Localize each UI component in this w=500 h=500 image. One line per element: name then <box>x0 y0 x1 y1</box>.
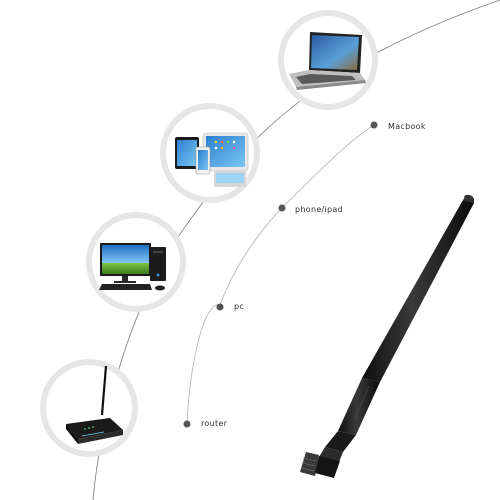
pc-dot <box>216 303 224 311</box>
macbook-node <box>278 10 378 110</box>
label-phone-ipad: phone/ipad <box>295 205 344 214</box>
inner-connection-curve <box>186 124 375 425</box>
desktop-pc-icon <box>99 243 166 291</box>
label-macbook: Macbook <box>388 122 426 131</box>
router-icon <box>66 365 123 444</box>
label-pc: pc <box>234 302 245 311</box>
router-node <box>40 359 138 457</box>
router-dot <box>183 420 191 428</box>
phone-ipad-node <box>160 103 260 203</box>
pc-node <box>86 212 186 312</box>
phone-tablet-icon <box>175 132 249 187</box>
laptop-icon <box>289 32 366 90</box>
antenna-product <box>300 194 474 478</box>
phone-dot <box>278 204 286 212</box>
label-router: router <box>201 419 228 428</box>
macbook-dot <box>370 121 378 129</box>
